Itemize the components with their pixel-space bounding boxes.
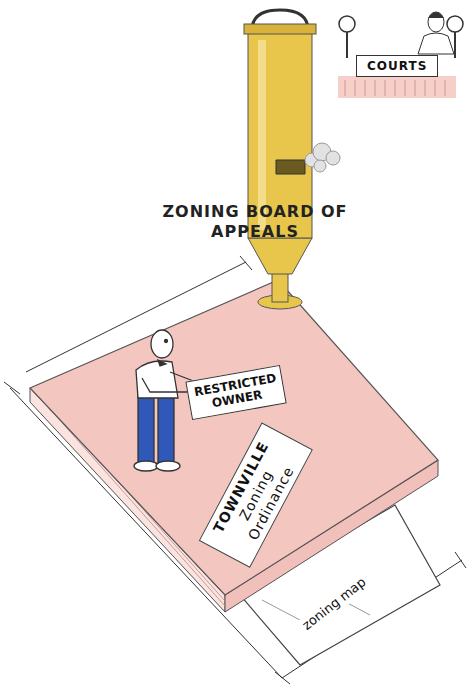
node-text: COURTS: [367, 59, 427, 73]
valve-label: ZONING BOARD OF APPEALS: [150, 202, 360, 242]
courts-bench: [338, 12, 463, 98]
node-text: RESTRICTED OWNER: [193, 371, 279, 414]
courts-panel: COURTS: [356, 55, 438, 77]
zoning-ordinance-book: [30, 280, 438, 595]
pressure-valve: [244, 10, 340, 309]
restricted-owner-figure: [134, 330, 196, 471]
dimension-lines: [4, 256, 466, 684]
